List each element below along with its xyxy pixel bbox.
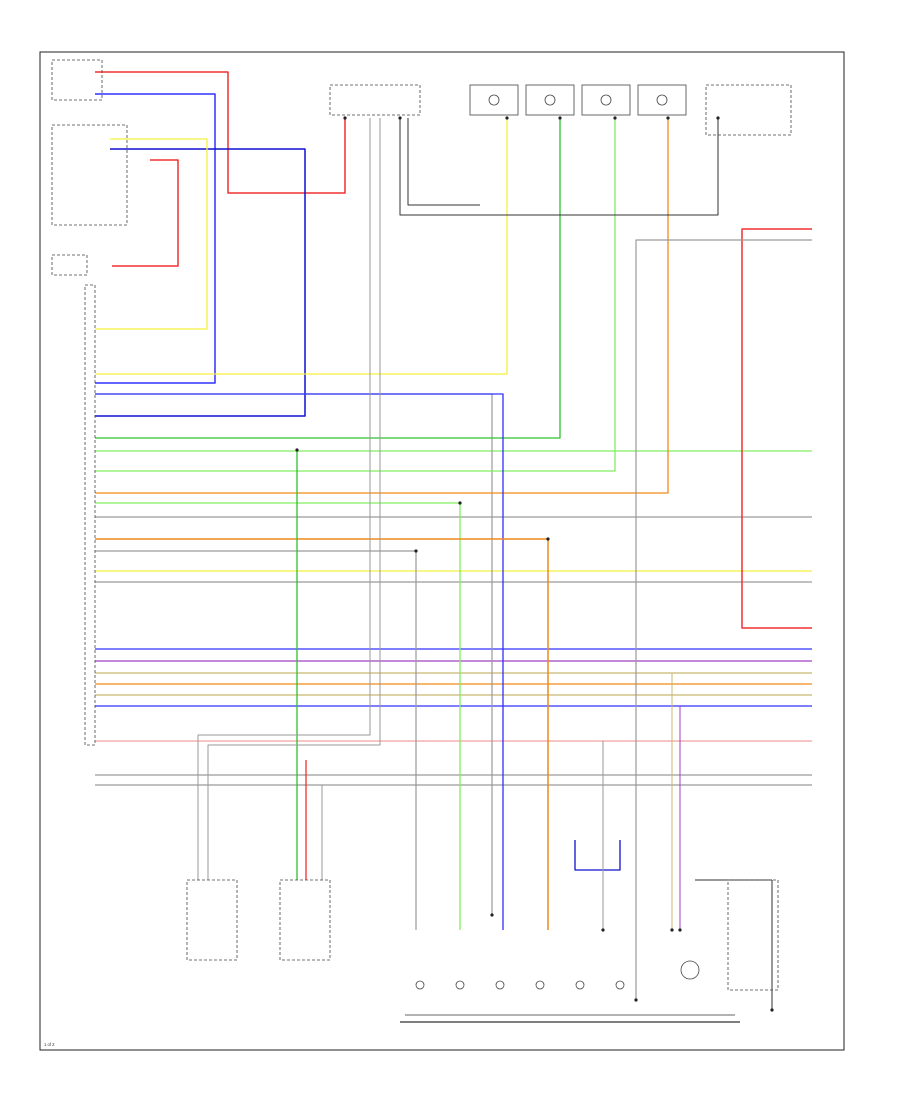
ground-gray-wire-1 [207,118,381,880]
junction-dot-15 [601,928,605,932]
junction-dot-16 [670,928,674,932]
junction-dot-7 [716,116,720,120]
coil-red-wire [112,159,179,267]
relay-module-lower [727,879,779,991]
engine-control-module [84,284,96,746]
injector-yellow-wire [95,118,508,375]
fuel-injector-2 [525,84,575,116]
immobilizer-module [51,124,128,226]
immobilizer-dark-blue-wire [95,148,306,417]
injector-common-wire-2 [407,118,480,206]
figure-number: 1 of 2 [44,1042,55,1047]
relay-gray-wire [635,239,812,1000]
junction-dot-8 [295,448,299,452]
connector-gray-wire [95,393,493,915]
junction-dot-12 [490,913,494,917]
injector-light-green-wire [95,118,616,472]
fuel-injector-1 [469,84,519,116]
ground-connector-6 [615,980,625,990]
injector-connector-1a [488,94,500,106]
main-relay [705,84,792,136]
junction-dot-3 [505,116,509,120]
sensor-blue-wire [95,393,504,930]
ignition-switch [51,59,103,101]
junction-dot-1 [343,116,347,120]
component-layer [51,59,792,1012]
junction-dot-10 [546,537,550,541]
junction-dot-9 [458,501,462,505]
junction-dot-13 [634,998,638,1002]
junction-dot-5 [613,116,617,120]
injector-common-wire [399,118,719,216]
junction-dot-6 [666,116,670,120]
ground-connector-4 [535,980,545,990]
ground-connector-5 [575,980,585,990]
injector-orange-wire [95,118,669,494]
ground-connector-3 [495,980,505,990]
injector-green-wire [95,118,561,439]
immobilizer-yellow-wire [95,138,208,330]
ground-connector-2 [455,980,465,990]
ignition-coil-pack-2 [279,879,331,961]
ground-gray-wire-2 [197,118,371,880]
relay-box [329,84,421,116]
ignition-red-wire [95,71,346,194]
junction-dot-17 [678,928,682,932]
injector-connector-4a [656,94,668,106]
ignition-coil [51,254,88,276]
ignition-coil-pack-1 [186,879,238,961]
fuel-injector-4 [637,84,687,116]
wire-layer [95,71,812,1023]
junction-dot-11 [414,549,418,553]
sensor-ground-large [680,960,700,980]
blue-sensor-loop [574,840,621,871]
sensor-light-green-wire [95,502,461,930]
injector-connector-2a [544,94,556,106]
junction-dot-14 [770,1008,774,1012]
junction-dot-4 [558,116,562,120]
injector-connector-3a [600,94,612,106]
ground-connector-1 [415,980,425,990]
relay-red-wire [741,228,812,629]
diagram-frame [39,51,845,1051]
ignition-blue-wire [95,93,216,384]
fuel-injector-3 [581,84,631,116]
junction-dot-2 [398,116,402,120]
